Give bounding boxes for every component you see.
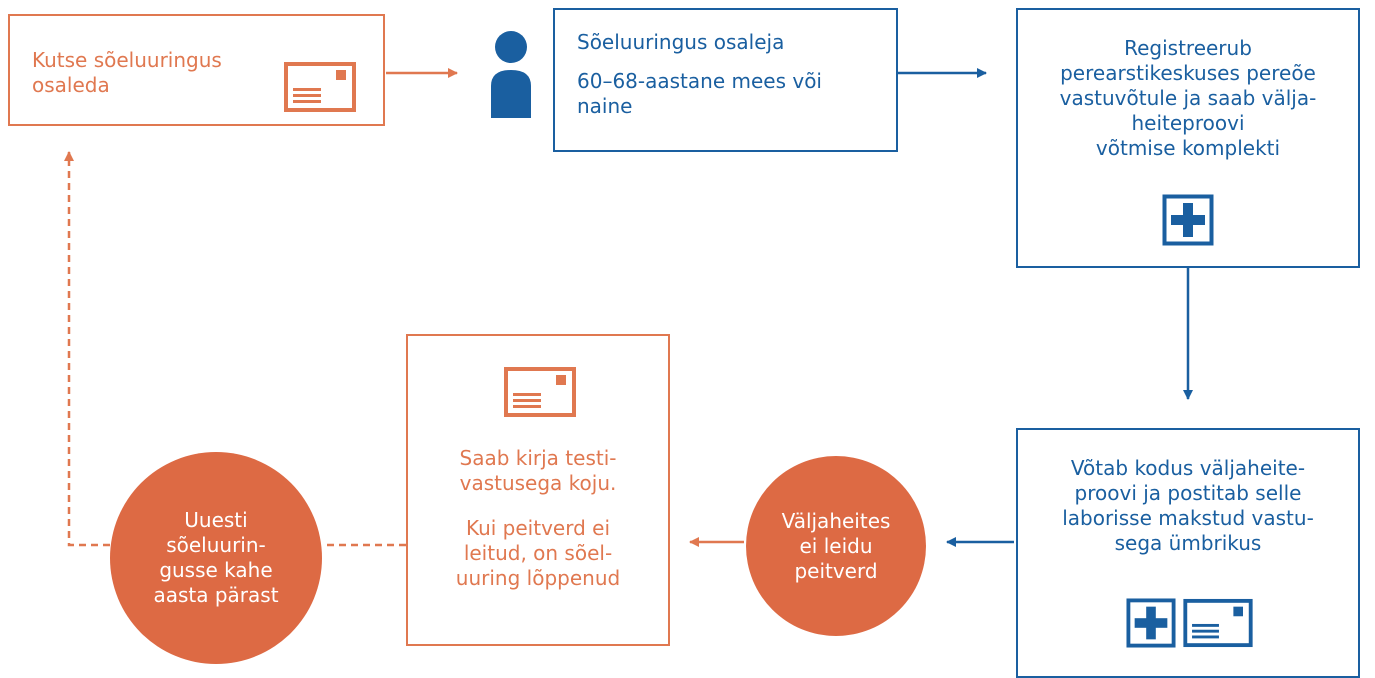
sample-box: Võtab kodus väljaheite- proovi ja postit…	[1016, 428, 1360, 678]
register-text: Registreerub perearstikeskuses pereõe va…	[1059, 36, 1317, 160]
letter-box: Saab kirja testi- vastusega koju. Kui pe…	[406, 334, 670, 646]
sample-text: Võtab kodus väljaheite- proovi ja postit…	[1062, 456, 1314, 555]
repeat-circle: Uuesti sõeluurin- gusse kahe aasta päras…	[110, 452, 322, 664]
letter-text-1: Saab kirja testi- vastusega koju.	[459, 446, 617, 495]
register-box: Registreerub perearstikeskuses pereõe va…	[1016, 8, 1360, 268]
person-icon	[491, 31, 531, 118]
dashed-repeat-to-invite	[64, 151, 110, 547]
envelope-icon	[284, 62, 356, 112]
participant-title: Sõeluuringus osaleja	[577, 30, 785, 54]
medical-plus-icon	[1162, 194, 1214, 246]
no-blood-circle: Väljaheites ei leidu peitverd	[746, 456, 926, 636]
invite-text: Kutse sõeluuringus osaleda	[32, 48, 222, 97]
repeat-text: Uuesti sõeluurin- gusse kahe aasta päras…	[153, 508, 279, 607]
envelope-icon	[504, 367, 576, 417]
letter-text-2: Kui peitverd ei leitud, on sõel- uuring …	[455, 516, 621, 590]
medical-plus-icon	[1126, 598, 1176, 648]
no-blood-text: Väljaheites ei leidu peitverd	[781, 508, 891, 583]
participant-subtitle: 60–68-aastane mees või naine	[577, 69, 822, 118]
envelope-icon	[1183, 598, 1253, 648]
participant-box: Sõeluuringus osaleja 60–68-aastane mees …	[553, 8, 898, 152]
invite-box: Kutse sõeluuringus osaleda	[8, 14, 385, 126]
